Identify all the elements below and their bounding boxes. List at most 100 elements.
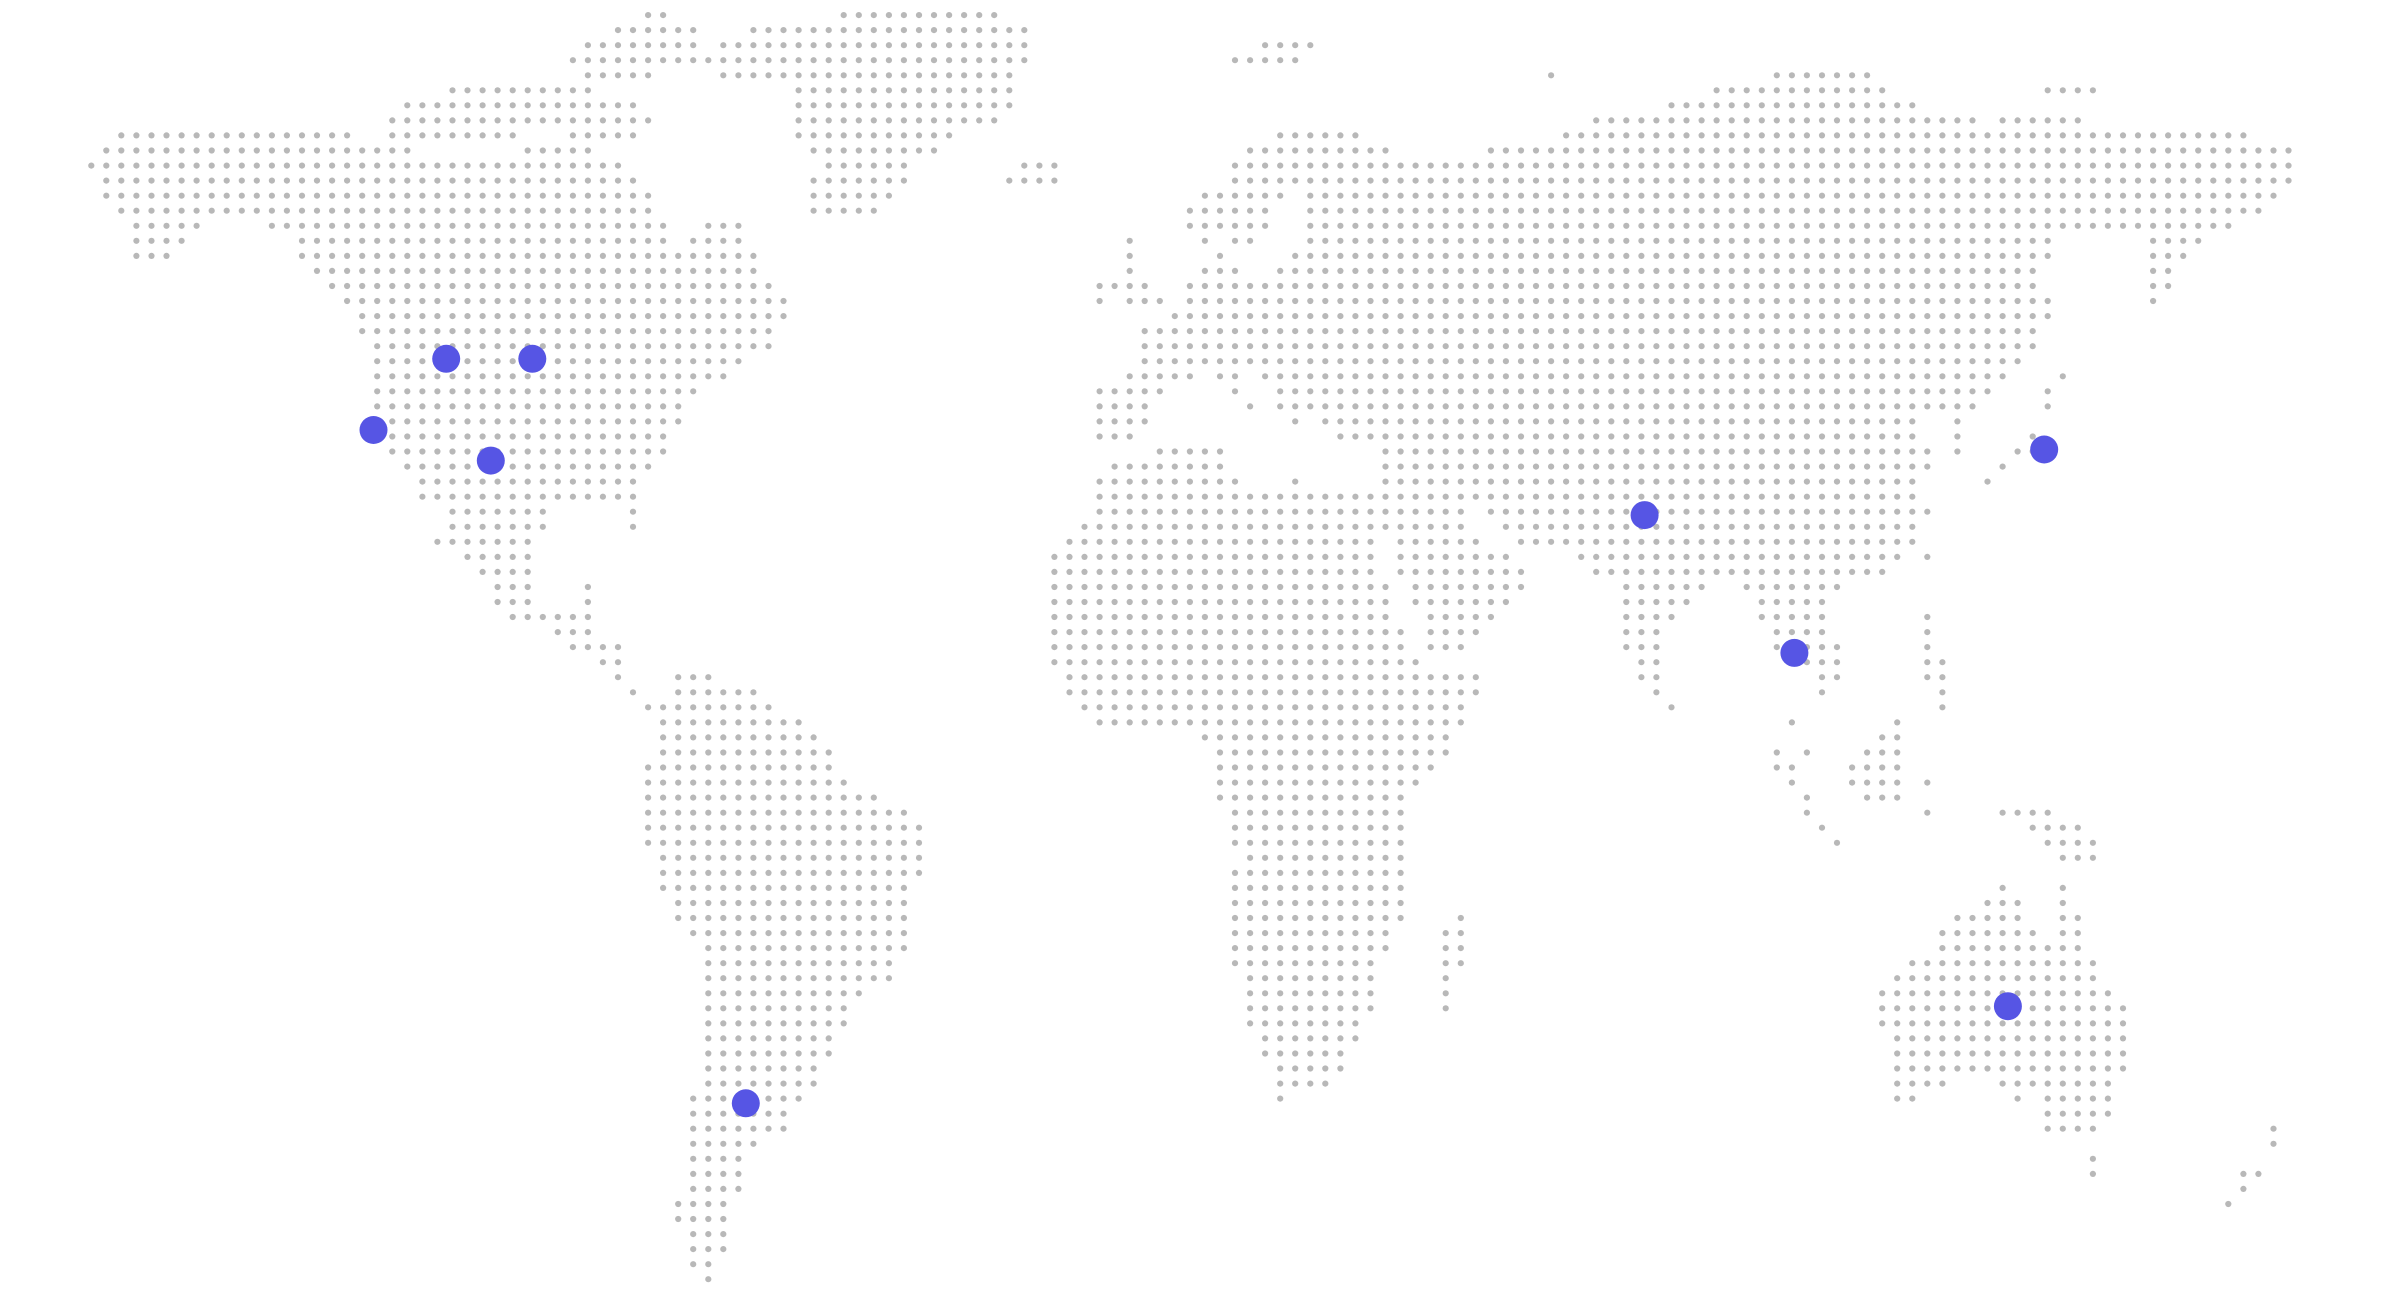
land-dot [1292, 373, 1299, 380]
land-dot [1668, 207, 1675, 214]
land-dot [419, 358, 426, 365]
land-dot [1788, 87, 1795, 94]
land-dot [991, 102, 998, 109]
land-dot [1337, 328, 1344, 335]
land-dot [1578, 538, 1585, 545]
land-dot [464, 192, 471, 199]
land-dot [961, 102, 968, 109]
land-dot [810, 72, 817, 79]
land-dot [1277, 794, 1284, 801]
land-dot [1608, 418, 1615, 425]
land-dot [810, 87, 817, 94]
land-dot [1307, 884, 1314, 892]
land-dot [1472, 598, 1479, 606]
land-dot [1397, 914, 1404, 922]
land-dot [1397, 779, 1404, 786]
land-dot [1397, 674, 1404, 681]
land-dot [2044, 388, 2051, 395]
land-dot [2104, 1095, 2111, 1102]
land-dot [645, 328, 652, 335]
land-dot [1698, 343, 1705, 350]
land-dot [1818, 508, 1826, 515]
land-dot [298, 147, 306, 154]
land-dot [629, 418, 637, 425]
land-dot [780, 734, 787, 741]
land-dot [1849, 343, 1856, 350]
land-dot [1849, 132, 1856, 139]
land-dot [1548, 313, 1555, 320]
land-dot [946, 102, 953, 109]
land-dot [1096, 478, 1103, 485]
land-dot [1818, 598, 1826, 606]
land-dot [389, 222, 396, 229]
land-dot [1638, 448, 1645, 455]
land-dot [1758, 207, 1765, 214]
marker-australia[interactable] [1993, 992, 2022, 1021]
land-dot [2225, 132, 2232, 139]
marker-north-america-west[interactable] [359, 416, 388, 444]
land-dot [1894, 358, 1901, 365]
land-dot [705, 1065, 712, 1072]
land-dot [1668, 523, 1675, 530]
land-dot [645, 42, 652, 49]
land-dot [2255, 1170, 2262, 1177]
land-dot [178, 222, 185, 229]
land-dot [1277, 57, 1284, 64]
land-dot [599, 358, 607, 365]
land-dot [870, 207, 877, 214]
land-dot [1773, 418, 1780, 425]
land-dot [1788, 613, 1795, 621]
land-dot [810, 975, 817, 982]
land-dot [705, 1231, 712, 1238]
marker-south-america[interactable] [731, 1089, 760, 1118]
land-dot [1487, 237, 1494, 244]
land-dot [690, 297, 697, 305]
land-dot [1231, 598, 1239, 606]
land-dot [2029, 975, 2036, 982]
land-dot [1728, 313, 1735, 320]
land-dot [1773, 448, 1780, 455]
land-dot [2180, 147, 2187, 154]
land-dot [1051, 553, 1058, 561]
land-dot [1292, 704, 1299, 711]
land-dot [855, 854, 862, 861]
land-dot [1713, 493, 1720, 500]
land-dot [1984, 343, 1991, 350]
land-dot [720, 313, 727, 320]
land-dot [1608, 162, 1615, 169]
land-dot [765, 328, 772, 335]
land-dot [1337, 719, 1344, 726]
marker-north-america-south[interactable] [476, 446, 505, 475]
land-dot [1818, 403, 1826, 410]
land-dot [825, 990, 832, 997]
land-dot [1352, 869, 1359, 877]
land-dot [780, 1005, 787, 1012]
land-dot [2255, 147, 2262, 154]
land-dot [675, 719, 682, 726]
land-dot [1442, 267, 1449, 274]
land-dot [419, 328, 426, 335]
land-dot [855, 72, 862, 79]
land-dot [1292, 388, 1299, 395]
land-dot [780, 1125, 787, 1132]
marker-north-america-central[interactable] [518, 344, 547, 373]
land-dot [2089, 222, 2096, 229]
land-dot [1231, 282, 1239, 290]
land-dot [1367, 237, 1374, 244]
land-dot [1262, 734, 1269, 741]
marker-southeast-asia[interactable] [1780, 638, 1809, 667]
land-dot [298, 177, 306, 184]
marker-east-asia[interactable] [2030, 435, 2059, 464]
land-dot [1186, 207, 1193, 214]
marker-south-asia[interactable] [1630, 501, 1659, 530]
land-dot [735, 42, 742, 49]
marker-north-america-northwest[interactable] [432, 344, 461, 373]
land-dot [1698, 147, 1705, 154]
land-dot [389, 343, 396, 350]
land-dot [2150, 132, 2157, 139]
land-dot [1532, 162, 1540, 169]
land-dot [1894, 207, 1901, 214]
land-dot [1563, 538, 1570, 545]
land-dot [1247, 493, 1254, 500]
land-dot [1382, 297, 1389, 305]
